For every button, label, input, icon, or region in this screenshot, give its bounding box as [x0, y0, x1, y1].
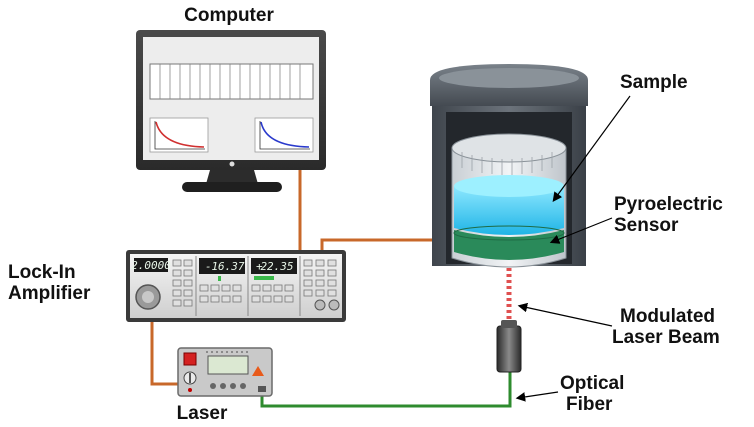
sensor-label-line2: Sensor	[614, 215, 679, 236]
sample-cup-rim	[451, 133, 567, 163]
lockin-bar-2	[218, 276, 221, 281]
laser-unit: Laser	[177, 347, 273, 424]
blue-decay-curve	[260, 121, 310, 148]
lock-in-amplifier: 2.0000 16.37 - 22.35 +	[126, 250, 346, 322]
lockin-display-1	[134, 258, 168, 272]
lockin-label-line1: Lock-In	[8, 262, 76, 283]
sensor-label-line1: Pyroelectric	[614, 194, 723, 215]
lockin-left-buttons	[172, 259, 193, 307]
pyroelectric-sensor	[454, 230, 564, 260]
fiber-label-line2: Fiber	[566, 394, 613, 415]
data-table	[149, 63, 314, 100]
laser-button-4[interactable]	[240, 383, 246, 389]
blue-plot-axes	[259, 121, 310, 150]
computer: Computer	[136, 5, 326, 192]
red-decay-curve	[155, 121, 205, 148]
lockin-connector	[314, 299, 326, 311]
lockin-display-2-sign: -	[205, 260, 212, 273]
monitor-stand	[206, 170, 258, 184]
data-table-columns	[159, 64, 301, 99]
fiber-label-line1: Optical	[560, 373, 624, 394]
sensor-pointer	[549, 217, 613, 244]
laser-display	[207, 355, 249, 375]
power-indicator	[229, 161, 235, 167]
lockin-display-2	[199, 258, 245, 274]
signal-cables	[150, 170, 462, 386]
sensor-top-edge	[453, 225, 565, 241]
laser-vent	[206, 351, 248, 353]
monitor-base	[182, 182, 282, 192]
laser-label: Laser	[177, 403, 228, 424]
lockin-right-buttons	[303, 259, 337, 297]
beam-label-line1: Modulated	[620, 306, 715, 327]
fiber-collimator	[496, 325, 522, 373]
beam-pointer	[517, 302, 613, 327]
sample-liquid-surface	[454, 175, 564, 197]
lockin-ch2-buttons	[199, 284, 242, 303]
lockin-display-3-value: 22.35	[260, 260, 293, 273]
blue-decay-plot	[254, 117, 314, 153]
laser-power-switch[interactable]	[183, 352, 197, 366]
sample-liquid	[454, 186, 564, 235]
lockin-display-1-value: 2.0000	[131, 259, 171, 272]
lockin-ch3-buttons	[251, 284, 294, 303]
laser-output-port	[258, 386, 266, 392]
lockin-connector-2	[328, 299, 340, 311]
sample-label: Sample	[620, 72, 688, 93]
laser-indicator	[188, 388, 192, 392]
fiber-pointer	[515, 391, 559, 402]
lockin-display-3-sign: +	[256, 260, 263, 273]
laser-lockin-cable	[150, 320, 180, 386]
fiber-collimator-tip	[501, 320, 517, 328]
lid-highlight	[439, 68, 579, 88]
lockin-bar-3	[254, 276, 274, 280]
laser-warning-icon	[252, 366, 264, 376]
cup-ridges	[461, 152, 553, 175]
lockin-label-line2: Amplifier	[8, 283, 91, 304]
red-plot-axes	[154, 121, 205, 150]
sample-pointer	[552, 95, 631, 202]
sensor-lockin-cable	[320, 238, 462, 252]
laser-button-1[interactable]	[210, 383, 216, 389]
laser-button-2[interactable]	[220, 383, 226, 389]
lockin-display-2-value: 16.37	[211, 260, 244, 273]
computer-label: Computer	[184, 5, 274, 26]
laser-button-3[interactable]	[230, 383, 236, 389]
optical-fiber	[260, 372, 512, 408]
lockin-display-3	[251, 258, 297, 274]
beam-label-line2: Laser Beam	[612, 327, 720, 348]
sensitivity-knob-cap	[142, 291, 154, 303]
